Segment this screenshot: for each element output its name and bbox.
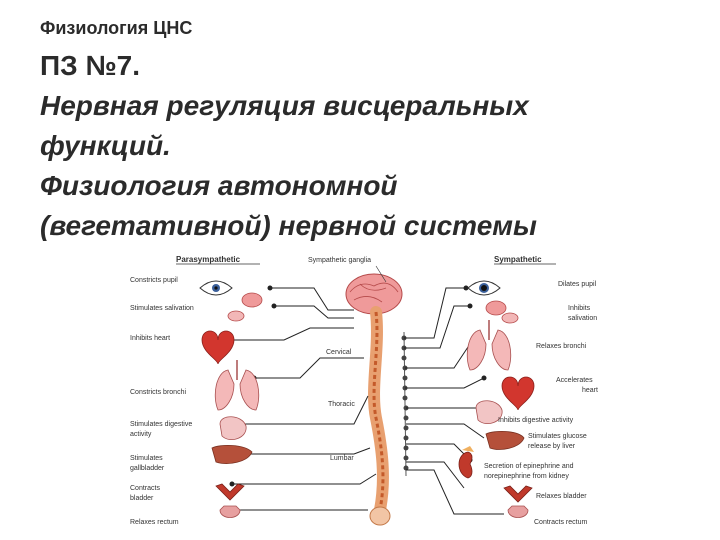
label-digestive-activity: activity (130, 431, 152, 438)
label-stimulates-glucose: Stimulates glucose (528, 433, 587, 440)
kidney-adrenal-icon (458, 446, 474, 479)
label-heart: heart (582, 387, 598, 394)
course-title: Физиология ЦНС (40, 18, 193, 38)
label-relaxes-bronchi: Relaxes bronchi (536, 343, 587, 350)
right-liver-icon (485, 430, 525, 450)
lesson-topic-line-4: (вегетативной) нервной системы (40, 210, 537, 241)
autonomic-nervous-system-diagram: Parasympathetic Sympathetic ganglia Symp… (124, 248, 608, 534)
label-bladder: bladder (130, 495, 154, 502)
right-rectum-icon (507, 505, 529, 518)
right-salivary-gland-icon (485, 300, 519, 324)
label-norepinephrine-kidney: norepinephrine from kidney (484, 473, 569, 480)
label-accelerates: Accelerates (556, 377, 593, 384)
left-salivary-gland-icon (227, 292, 263, 322)
label-salivation: salivation (568, 315, 597, 322)
sympathetic-labels: Dilates pupil Inhibits salivation Relaxe… (484, 281, 598, 526)
slide-header: Физиология ЦНС ПЗ №7. Нервная регуляция … (40, 14, 700, 246)
right-heart-icon (501, 376, 535, 411)
label-release-by-liver: release by liver (528, 443, 576, 450)
left-eye-icon (199, 280, 233, 296)
sympathetic-ganglia-header: Sympathetic ganglia (308, 257, 371, 264)
lesson-topic-line-3: Физиология автономной (40, 170, 398, 201)
parasympathetic-labels: Constricts pupil Stimulates salivation I… (130, 277, 194, 526)
lesson-topic-line-2: функций. (40, 130, 171, 161)
label-relaxes-rectum: Relaxes rectum (130, 519, 179, 526)
left-rectum-icon (219, 505, 241, 518)
label-constricts-bronchi: Constricts bronchi (130, 389, 186, 396)
label-stimulates-salivation: Stimulates salivation (130, 305, 194, 312)
label-gallbladder: gallbladder (130, 465, 165, 472)
label-relaxes-bladder: Relaxes bladder (536, 493, 587, 500)
sympathetic-nerves (404, 287, 504, 515)
label-contracts: Contracts (130, 485, 160, 492)
lumbar-label: Lumbar (330, 455, 354, 462)
label-contracts-rectum: Contracts rectum (534, 519, 587, 526)
label-constricts-pupil: Constricts pupil (130, 277, 178, 284)
label-inhibits-heart: Inhibits heart (130, 335, 170, 342)
parasympathetic-header: Parasympathetic (176, 255, 241, 264)
brain-icon (345, 273, 403, 315)
thoracic-label: Thoracic (328, 401, 355, 408)
right-eye-icon (467, 280, 501, 296)
left-liver-icon (211, 444, 253, 464)
parasympathetic-nerves (224, 287, 377, 511)
left-bladder-icon (215, 483, 245, 501)
left-heart-icon (201, 330, 235, 365)
label-stimulates: Stimulates (130, 455, 163, 462)
right-stomach-icon (475, 400, 503, 424)
lesson-topic-line-1: Нервная регуляция висцеральных (40, 90, 529, 121)
lesson-number: ПЗ №7. (40, 50, 141, 81)
left-lungs-icon (214, 360, 260, 411)
spinal-cord (368, 306, 391, 526)
left-stomach-icon (219, 416, 247, 440)
label-dilates-pupil: Dilates pupil (558, 281, 597, 288)
right-bladder-icon (503, 485, 533, 503)
label-inhibits: Inhibits (568, 305, 591, 312)
sympathetic-header: Sympathetic (494, 255, 542, 264)
label-secretion-epinephrine: Secretion of epinephrine and (484, 463, 574, 470)
right-lungs-icon (466, 320, 512, 371)
label-stimulates-digestive: Stimulates digestive (130, 421, 192, 428)
label-inhibits-digestive: Inhibits digestive activity (498, 417, 574, 424)
ans-diagram-svg: Parasympathetic Sympathetic ganglia Symp… (130, 255, 598, 526)
sympathetic-postganglionic-dots (463, 285, 487, 463)
cervical-label: Cervical (326, 349, 352, 356)
